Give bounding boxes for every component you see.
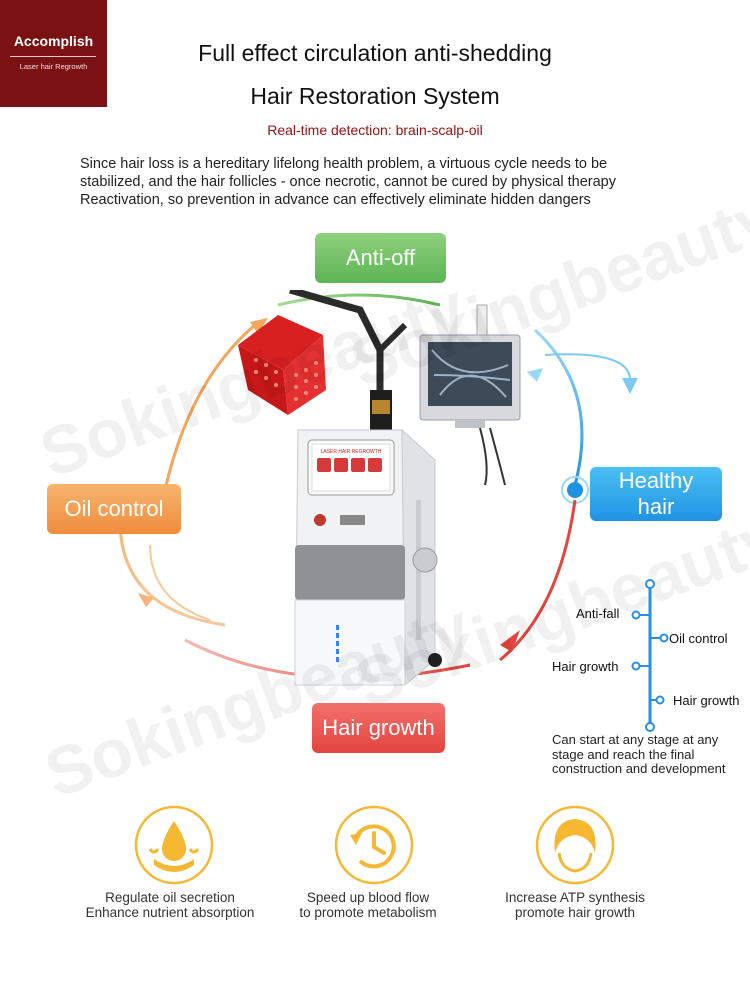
orange-arc-lower [118, 519, 226, 627]
feature-line: promote hair growth [514, 905, 636, 920]
monitor [419, 304, 521, 486]
hair-head-icon [535, 805, 615, 885]
page-subtitle: Real-time detection: brain-scalp-oil [267, 122, 483, 138]
red-arrowhead [500, 630, 520, 652]
brand-name: Accomplish [13, 33, 94, 49]
intro-line: Reactivation, so prevention in advance c… [80, 192, 591, 208]
blue-arrowhead-2 [527, 368, 543, 382]
feature-line: Increase ATP synthesis [505, 890, 645, 905]
feature-line: Speed up blood flow [306, 890, 430, 905]
blue-arrowhead [622, 378, 638, 394]
timeline-item: Hair growth [552, 659, 619, 674]
blue-outer-arc [544, 353, 631, 381]
device-screen-label: LASER HAIR REGROWTH [321, 449, 382, 455]
oil-drop-icon [134, 805, 214, 885]
badge-healthy-line2: hair [637, 494, 675, 519]
feature-line: Regulate oil secretion [105, 890, 235, 905]
feature-caption: Increase ATP synthesis promote hair grow… [455, 890, 695, 920]
laser-device-illustration: LASER HAIR REGROWTH [238, 290, 521, 687]
orange-arrowhead-top [250, 318, 268, 334]
feature-caption: Speed up blood flow to promote metabolis… [248, 890, 488, 920]
feature-line: Enhance nutrient absorption [85, 905, 255, 920]
badge-hair-growth: Hair growth [312, 703, 445, 753]
device-body: LASER HAIR REGROWTH [294, 428, 442, 687]
brand-tagline: Laser hair Regrowth [19, 62, 88, 71]
page-title-line2: Hair Restoration System [250, 83, 500, 109]
blue-arc [533, 328, 584, 486]
timeline-item: Hair growth [673, 693, 740, 708]
intro-paragraph: Since hair loss is a hereditary lifelong… [80, 155, 700, 209]
badge-healthy-line1: Healthy [618, 468, 694, 493]
intro-line: stabilized, and the hair follicles - onc… [80, 174, 616, 190]
timeline-item: Oil control [669, 631, 728, 646]
blue-node [567, 482, 583, 498]
brand-divider [10, 56, 96, 57]
feature-caption: Regulate oil secretion Enhance nutrient … [50, 890, 290, 920]
orange-arc-left [163, 323, 256, 491]
badge-anti-off: Anti-off [315, 233, 446, 283]
timeline-item: Anti-fall [576, 606, 620, 621]
timeline-note: Can start at any stage at any stage and … [552, 732, 726, 776]
intro-line: Since hair loss is a hereditary lifelong… [80, 156, 608, 172]
page-title-line1: Full effect circulation anti-shedding [198, 40, 552, 66]
feature-line: to promote metabolism [299, 905, 437, 920]
badge-oil-control: Oil control [47, 484, 181, 534]
brand-logo: Accomplish Laser hair Regrowth [0, 0, 107, 107]
orange-arrowhead-bottom [138, 593, 154, 607]
green-arc [277, 293, 441, 307]
badge-healthy-hair: Healthy hair [590, 467, 722, 521]
clock-icon [334, 805, 414, 885]
red-laser-panel [238, 315, 326, 415]
timeline-graphic [631, 579, 669, 732]
